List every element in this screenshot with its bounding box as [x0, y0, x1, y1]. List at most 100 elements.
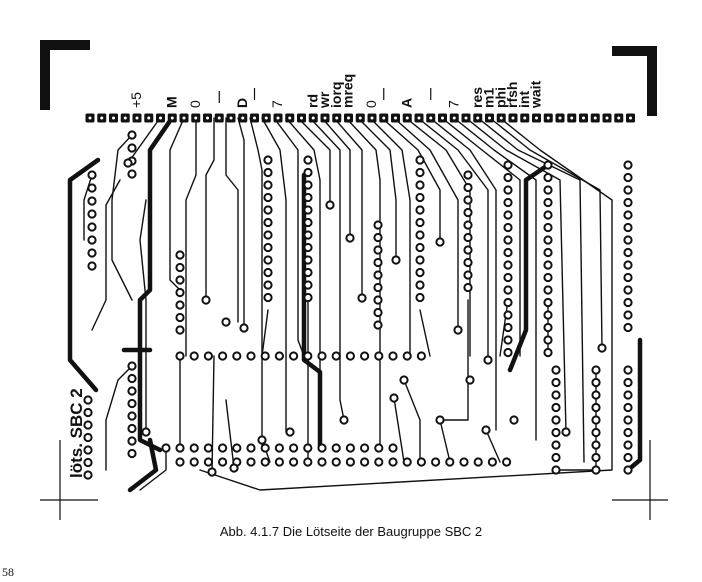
round-pad — [463, 245, 473, 255]
round-pad — [623, 235, 633, 245]
copper-track — [439, 299, 469, 421]
pad-hole — [288, 116, 292, 120]
copper-track — [321, 117, 351, 239]
round-pad — [463, 220, 473, 230]
pin-label: m1 — [481, 88, 497, 108]
pad-hole — [417, 116, 421, 120]
pad-hole — [358, 116, 362, 120]
round-pad — [415, 292, 425, 303]
round-pad — [399, 375, 409, 385]
round-pad — [503, 347, 513, 358]
round-pad — [175, 262, 185, 273]
round-pad — [203, 457, 213, 467]
round-pad — [317, 457, 327, 467]
pad-hole — [570, 116, 574, 120]
corner-ticks — [40, 440, 668, 520]
round-pad — [263, 205, 273, 215]
round-pad — [543, 247, 553, 258]
round-pad — [591, 440, 601, 450]
round-pad — [127, 411, 137, 421]
copper-track — [83, 174, 93, 241]
round-pad — [503, 335, 513, 345]
pad-hole — [382, 116, 386, 120]
round-pad — [127, 436, 137, 446]
round-pad — [360, 351, 370, 361]
round-pad — [415, 167, 425, 178]
round-pad — [431, 457, 441, 467]
round-pad — [623, 172, 633, 183]
round-pad — [263, 292, 273, 303]
pin-label: 0 — [187, 100, 203, 108]
copper-track — [67, 157, 101, 393]
round-pad — [415, 255, 425, 265]
pad-hole — [323, 116, 327, 120]
corner-mark-top-right-bar — [612, 46, 657, 56]
board-side-label: löts. SBC 2 — [67, 388, 86, 478]
round-pad — [503, 210, 513, 220]
round-pad — [218, 457, 228, 467]
round-pad — [623, 465, 633, 475]
pad-hole — [135, 116, 139, 120]
round-pad — [543, 197, 553, 208]
round-pad — [373, 232, 383, 243]
copper-track — [357, 117, 397, 261]
copper-track — [403, 379, 421, 463]
pad-hole — [593, 116, 597, 120]
round-pad — [303, 280, 313, 290]
round-pad — [345, 351, 355, 361]
round-pad — [561, 427, 571, 437]
round-pad — [175, 312, 185, 323]
round-pad — [597, 343, 607, 353]
round-pad — [503, 222, 513, 233]
copper-track — [169, 117, 185, 291]
round-pad — [623, 427, 633, 438]
round-pad — [435, 415, 445, 425]
round-pad — [303, 230, 313, 240]
copper-track — [185, 117, 197, 357]
round-pad — [623, 272, 633, 283]
copper-track — [465, 117, 567, 433]
round-pad — [303, 351, 313, 361]
round-pad — [257, 435, 267, 445]
copper-track — [419, 309, 431, 357]
round-pad — [415, 192, 425, 203]
round-pad — [303, 192, 313, 203]
round-pad — [285, 427, 295, 437]
round-pad — [543, 222, 553, 233]
round-pad — [373, 295, 383, 305]
pin-label: M — [163, 96, 179, 108]
round-pad — [415, 205, 425, 215]
pin-label: res — [469, 87, 485, 108]
pad-hole — [394, 116, 397, 120]
round-pad — [503, 197, 513, 208]
round-pad — [465, 375, 475, 385]
round-pad — [623, 452, 633, 463]
round-pad — [127, 130, 137, 140]
round-pad — [388, 351, 398, 361]
copper-track — [127, 437, 159, 493]
round-pad — [207, 467, 217, 477]
pad-hole — [217, 116, 221, 120]
round-pad — [246, 457, 256, 467]
copper-track — [297, 117, 331, 206]
round-pad — [360, 457, 370, 467]
copper-track — [625, 337, 643, 473]
pin-label: iorq — [328, 82, 344, 108]
pin-label: +5 — [128, 92, 144, 108]
pad-hole — [535, 116, 538, 120]
round-pad — [289, 457, 299, 467]
round-pad — [463, 282, 473, 293]
pad-hole — [241, 116, 245, 120]
pad-hole — [523, 116, 527, 120]
pad-hole — [546, 116, 550, 120]
round-pad — [218, 443, 228, 453]
round-pad — [591, 377, 601, 388]
round-pad — [543, 210, 553, 220]
round-pad — [623, 402, 633, 413]
round-pad — [127, 398, 137, 409]
copper-track — [429, 117, 497, 431]
round-pad — [543, 335, 553, 345]
round-pad — [263, 192, 273, 203]
pin-label: wait — [528, 80, 544, 109]
round-pad — [623, 197, 633, 208]
